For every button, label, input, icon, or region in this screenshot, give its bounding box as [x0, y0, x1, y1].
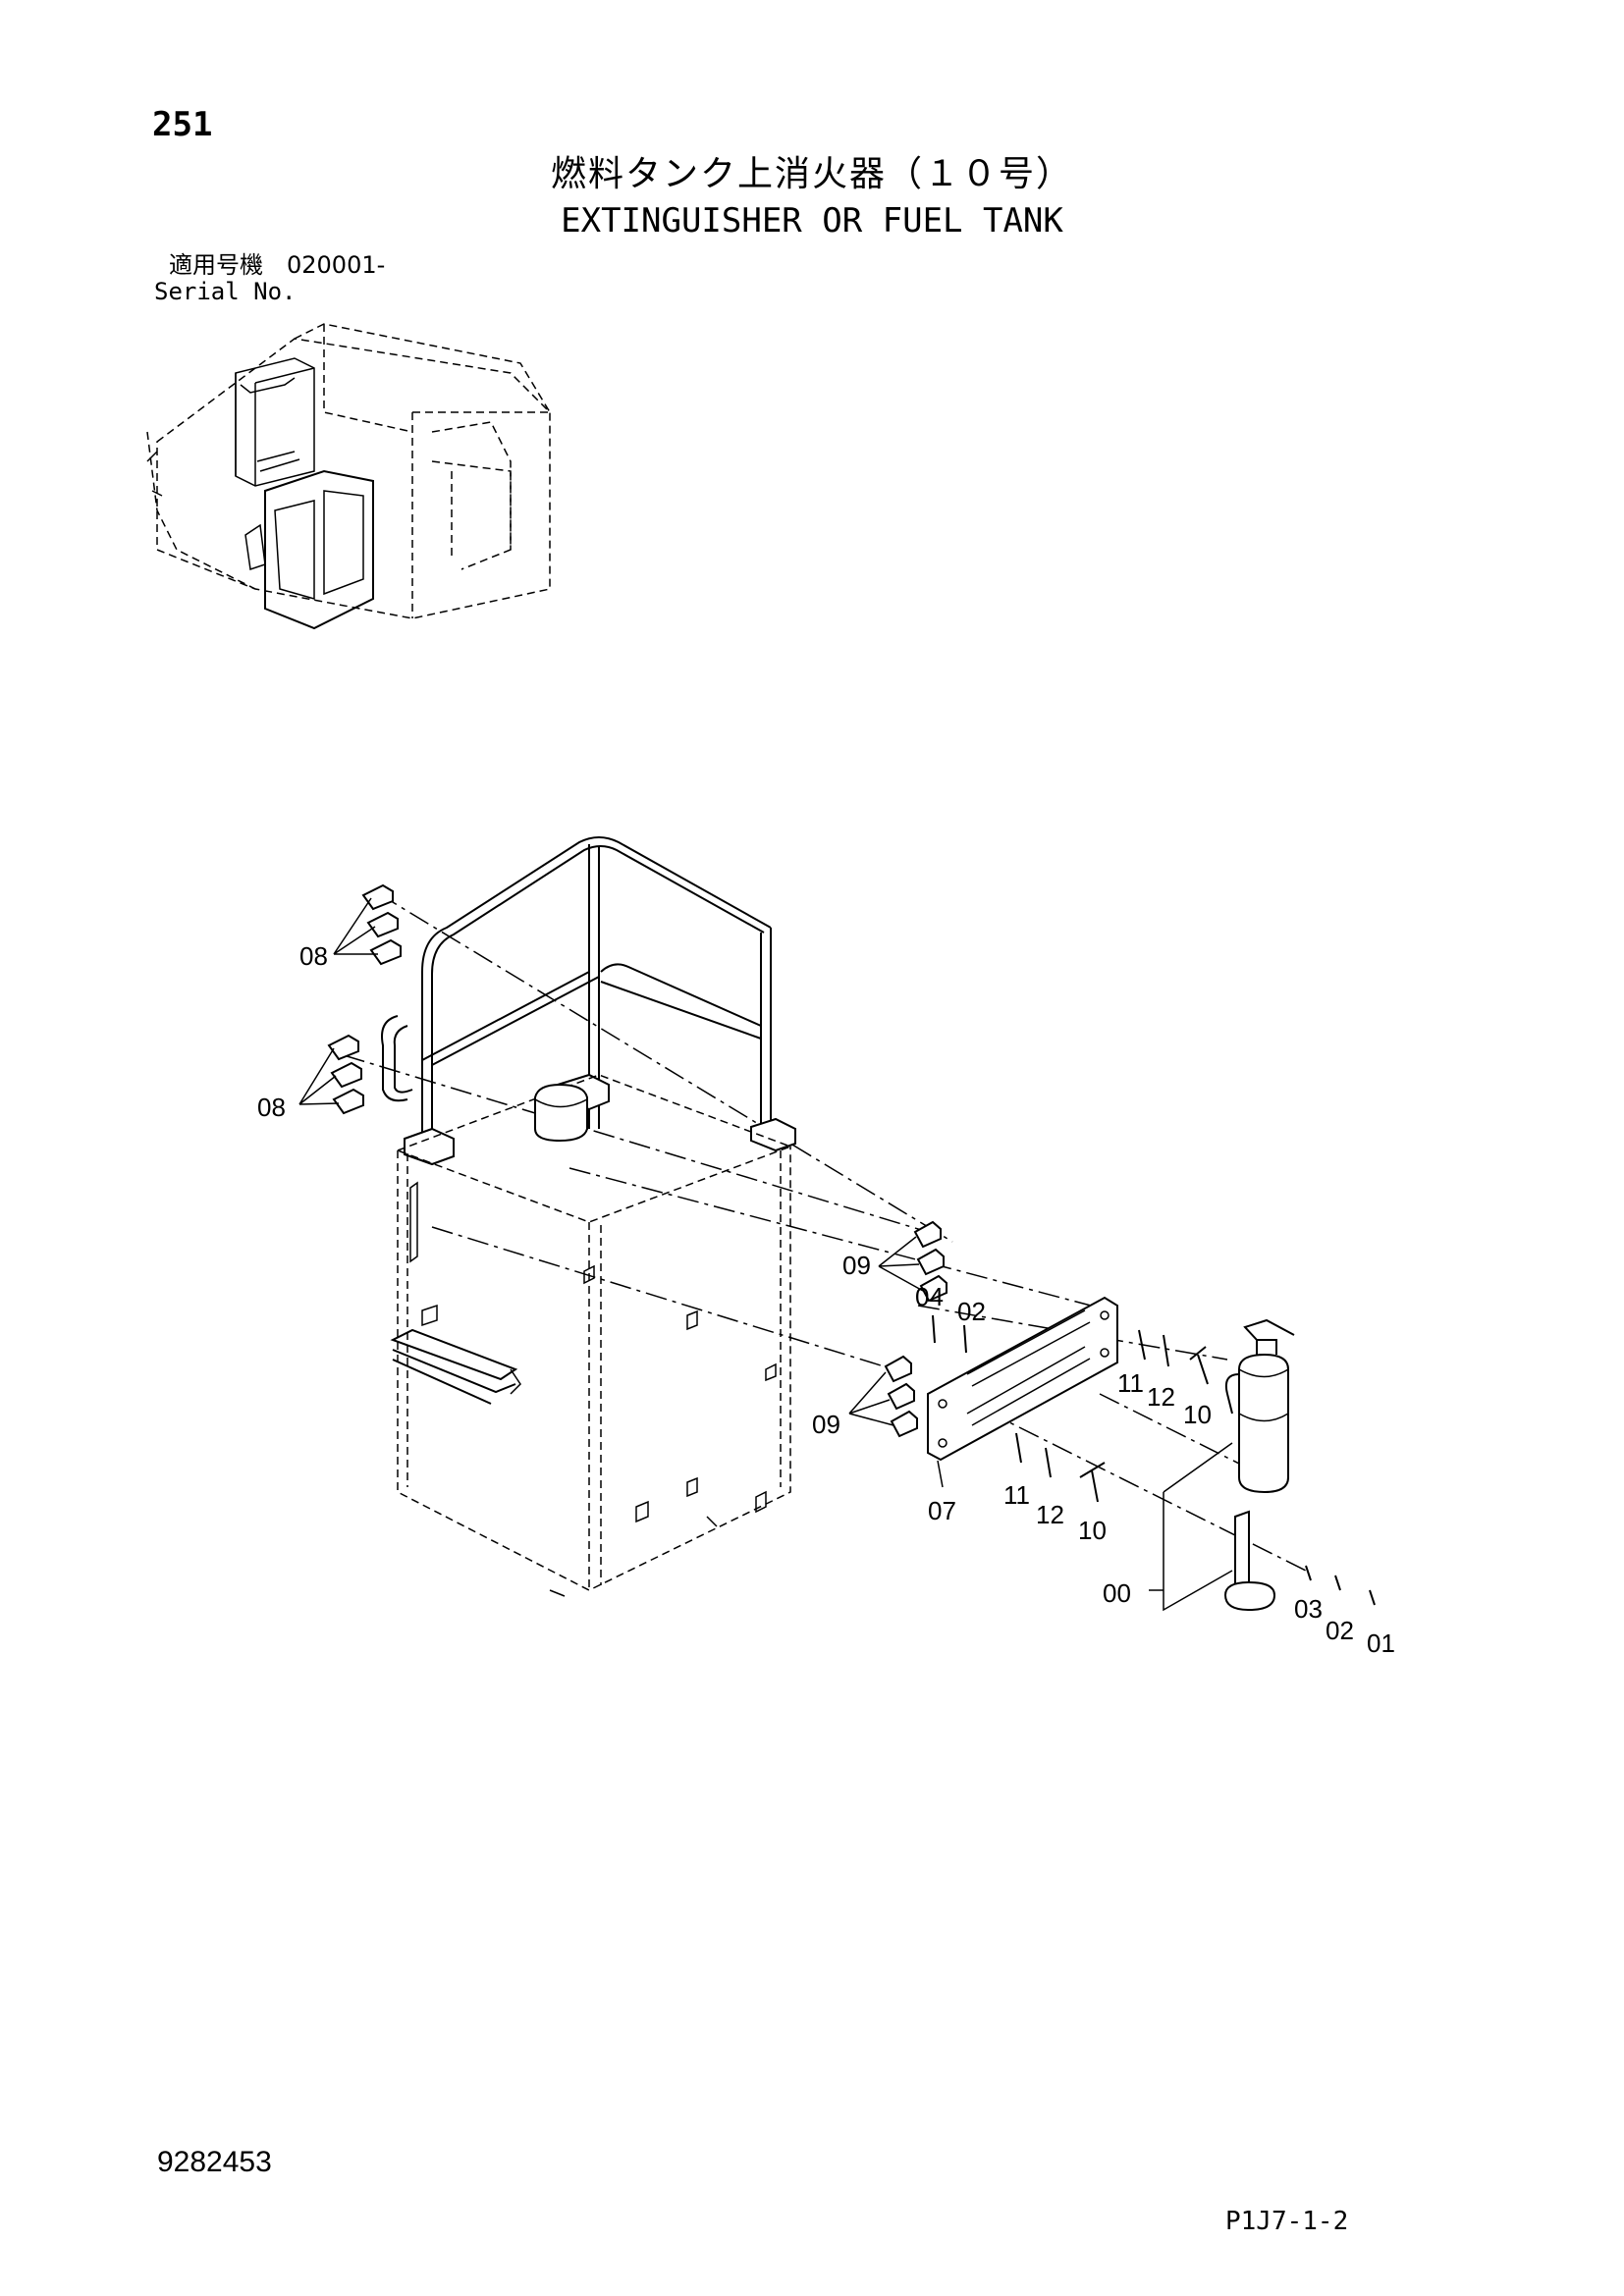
callout-03: 03 — [1294, 1594, 1323, 1624]
page-number: 251 — [152, 105, 213, 144]
callout-12: 12 — [1036, 1500, 1064, 1529]
callout-01: 01 — [1367, 1629, 1395, 1658]
callout-11: 11 — [1003, 1480, 1030, 1510]
callout-02: 02 — [1326, 1616, 1354, 1645]
page-title-japanese: 燃料タンク上消火器（１０号） — [550, 154, 1073, 194]
callout-10: 10 — [1078, 1516, 1107, 1545]
callout-08: 08 — [299, 941, 328, 971]
serial-label-japanese: 適用号機 020001- — [169, 251, 386, 279]
fuel-tank — [390, 1074, 793, 1597]
document-number: 9282453 — [157, 2146, 272, 2178]
callout-10: 10 — [1183, 1400, 1212, 1429]
page-code: P1J7-1-2 — [1225, 2207, 1349, 2236]
serial-label-english: Serial No. — [154, 278, 297, 305]
callout-04: 04 — [915, 1282, 944, 1311]
callout-12: 12 — [1147, 1382, 1175, 1412]
callout-09: 09 — [812, 1410, 840, 1439]
clamp-group-09 — [884, 1220, 947, 1438]
callout-00: 00 — [1103, 1578, 1131, 1608]
callout-11: 11 — [1117, 1368, 1144, 1398]
guard-rail — [381, 836, 796, 1166]
callout-leaders — [298, 897, 1164, 1591]
callout-07: 07 — [928, 1496, 956, 1525]
clamp-group-08-upper — [327, 883, 402, 1115]
callout-08: 08 — [257, 1093, 286, 1122]
callout-02: 02 — [957, 1297, 986, 1326]
fire-extinguisher — [1163, 1318, 1295, 1612]
hardware-fasteners — [932, 1314, 1376, 1606]
locator-machine-thumbnail — [146, 323, 551, 630]
bracket-plate-07 — [927, 1296, 1118, 1462]
page-title-english: EXTINGUISHER OR FUEL TANK — [561, 201, 1063, 240]
callout-09: 09 — [842, 1251, 871, 1280]
centerline-leaders — [343, 892, 1307, 1572]
